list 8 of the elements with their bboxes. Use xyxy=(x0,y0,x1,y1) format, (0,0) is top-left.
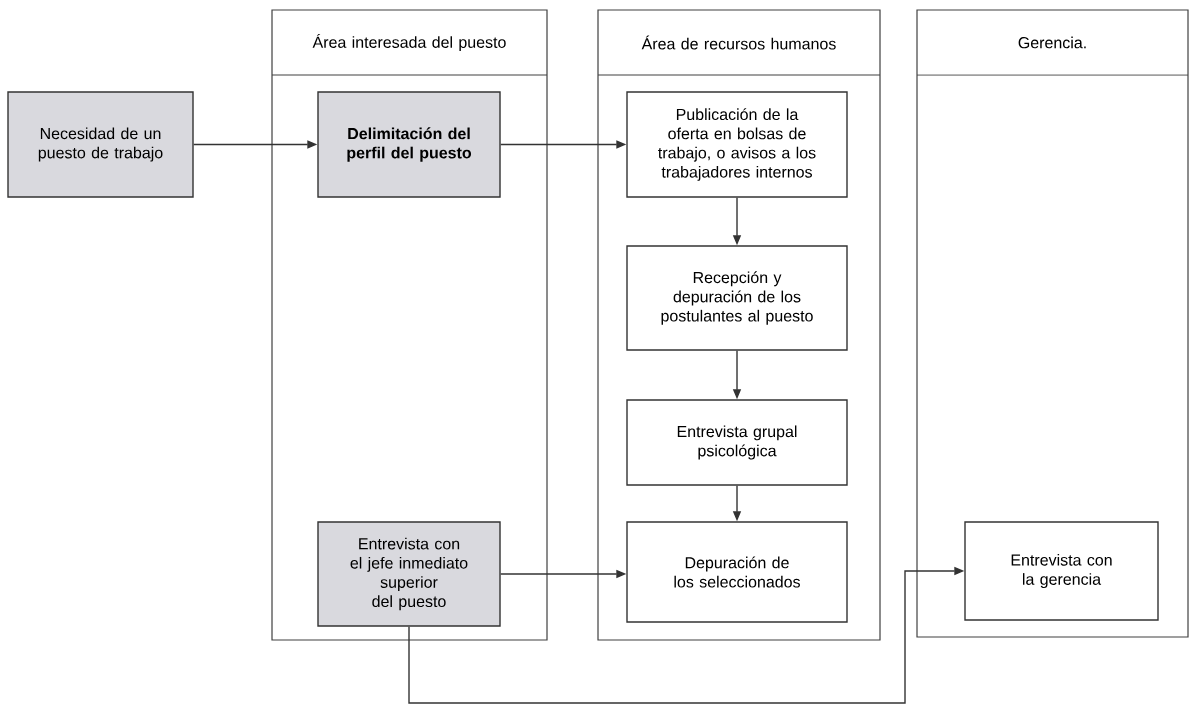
process-box: Entrevista grupal psicológica xyxy=(626,399,848,486)
process-box: Delimitación del perfil del puesto xyxy=(317,91,501,198)
process-box: Recepción y depuración de los postulantes al puesto xyxy=(626,245,848,351)
process-box: Necesidad de un puesto de trabajo xyxy=(7,91,194,198)
process-box: Entrevista con la gerencia xyxy=(964,521,1159,621)
process-box: Entrevista con el jefe inmediato superior del puesto xyxy=(317,521,501,627)
process-box: Depuración de los seleccionados xyxy=(626,521,848,623)
process-box: Publicación de la oferta en bolsas de trabajo, o avisos a los trabajadores internos xyxy=(626,91,848,198)
